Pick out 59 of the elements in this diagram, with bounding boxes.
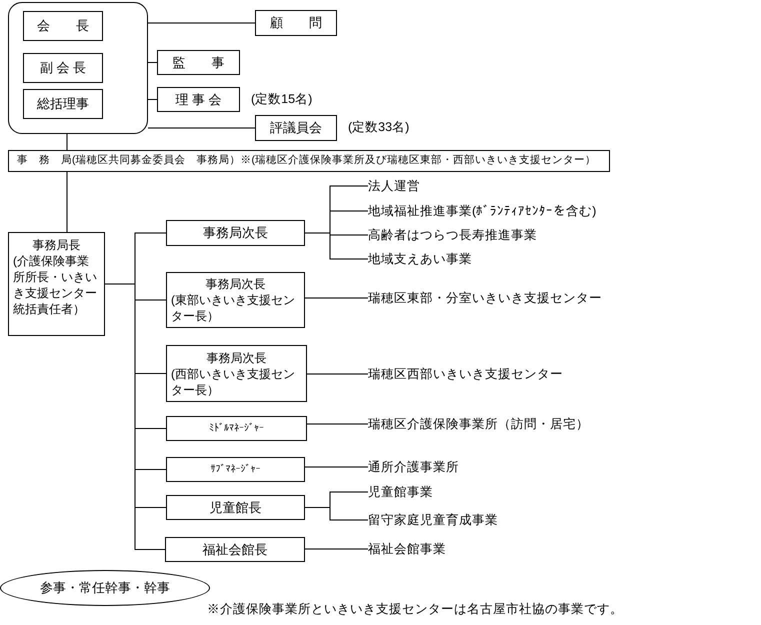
node-note: (介護保険事業所所長・いきいき支援センター統括責任者） bbox=[13, 253, 98, 317]
office-band bbox=[8, 150, 610, 172]
node-title: 事務局長 bbox=[32, 237, 80, 253]
node-title: 事務局次長 bbox=[206, 350, 266, 366]
node-title: 事 務 局(瑞穂区共同募金委員会 事務局）※(瑞穂区介護保険事業所及び瑞穂区東部・西部いきいき支援センター） bbox=[17, 153, 596, 168]
node-title: 児童館事業 bbox=[368, 484, 433, 501]
group-frame bbox=[8, 2, 148, 134]
org-box bbox=[23, 89, 103, 119]
node-note: (東部いきいき支援センター長） bbox=[171, 292, 296, 324]
org-box bbox=[23, 11, 103, 41]
node-title: 副 会 長 bbox=[40, 59, 86, 78]
quota-note: (定数15名) bbox=[251, 91, 312, 108]
node-title: 法人運営 bbox=[368, 178, 420, 195]
org-box bbox=[166, 495, 305, 520]
connector-line bbox=[304, 507, 368, 520]
node-title: 瑞穂区東部・分室いきいき支援センター bbox=[368, 290, 602, 307]
node-title: 総括理事 bbox=[37, 95, 89, 114]
connector-line bbox=[148, 62, 158, 63]
connector-line bbox=[104, 284, 166, 550]
node-title: 事務局次長 bbox=[203, 224, 268, 242]
node-title: 理 事 会 bbox=[175, 90, 222, 109]
connector-line bbox=[66, 134, 68, 150]
node-title: 監 事 bbox=[172, 54, 224, 72]
org-box bbox=[157, 50, 240, 75]
node-title: 通所介護事業所 bbox=[368, 458, 459, 476]
node-title: ﾐﾄﾞﾙﾏﾈｰｼﾞｬｰ bbox=[209, 422, 264, 436]
node-title: 児童館長 bbox=[210, 498, 262, 517]
org-box bbox=[8, 232, 105, 336]
node-title: 瑞穂区西部いきいき支援センター bbox=[368, 366, 563, 383]
node-title: 福祉会館長 bbox=[202, 540, 268, 559]
org-box bbox=[23, 53, 103, 83]
node-title: 評議員会 bbox=[270, 119, 322, 138]
connector-line bbox=[304, 466, 368, 468]
connector-line bbox=[148, 22, 256, 24]
connector-line bbox=[148, 99, 158, 100]
org-box bbox=[166, 457, 305, 482]
org-box bbox=[166, 220, 305, 246]
org-box bbox=[166, 416, 307, 441]
org-box bbox=[166, 272, 305, 328]
node-title: 福祉会館事業 bbox=[368, 540, 446, 558]
node-note: (西部いきいき支援センター長） bbox=[171, 366, 296, 398]
node-title: 地域支えあい事業 bbox=[368, 250, 472, 268]
org-box bbox=[166, 345, 307, 402]
quota-note: (定数33名) bbox=[348, 119, 410, 136]
node-title: 事務局次長 bbox=[206, 276, 266, 292]
node-title: 高齢者はつらつ長寿推進事業 bbox=[368, 226, 537, 244]
node-title: 留守家庭児童育成事業 bbox=[368, 512, 498, 529]
connector-line bbox=[304, 548, 368, 550]
node-title: 顧 問 bbox=[270, 14, 322, 32]
node-title: 地域福祉推進事業(ﾎﾞﾗﾝﾃｨｱｾﾝﾀｰを含む) bbox=[368, 202, 596, 220]
node-title: 参事・常任幹事・幹事 bbox=[40, 579, 170, 598]
role-ellipse bbox=[0, 570, 210, 606]
node-title: 瑞穂区介護保険事業所（訪問・居宅） bbox=[368, 416, 589, 433]
org-box bbox=[255, 10, 337, 36]
connector-line bbox=[66, 172, 68, 232]
node-title: 会 長 bbox=[37, 17, 89, 36]
node-title: ｻﾌﾞﾏﾈｰｼﾞｬｰ bbox=[210, 462, 260, 477]
org-box bbox=[165, 537, 305, 562]
footnote: ※介護保険事業所といきいき支援センターは名古屋市社協の事業です。 bbox=[207, 601, 623, 618]
